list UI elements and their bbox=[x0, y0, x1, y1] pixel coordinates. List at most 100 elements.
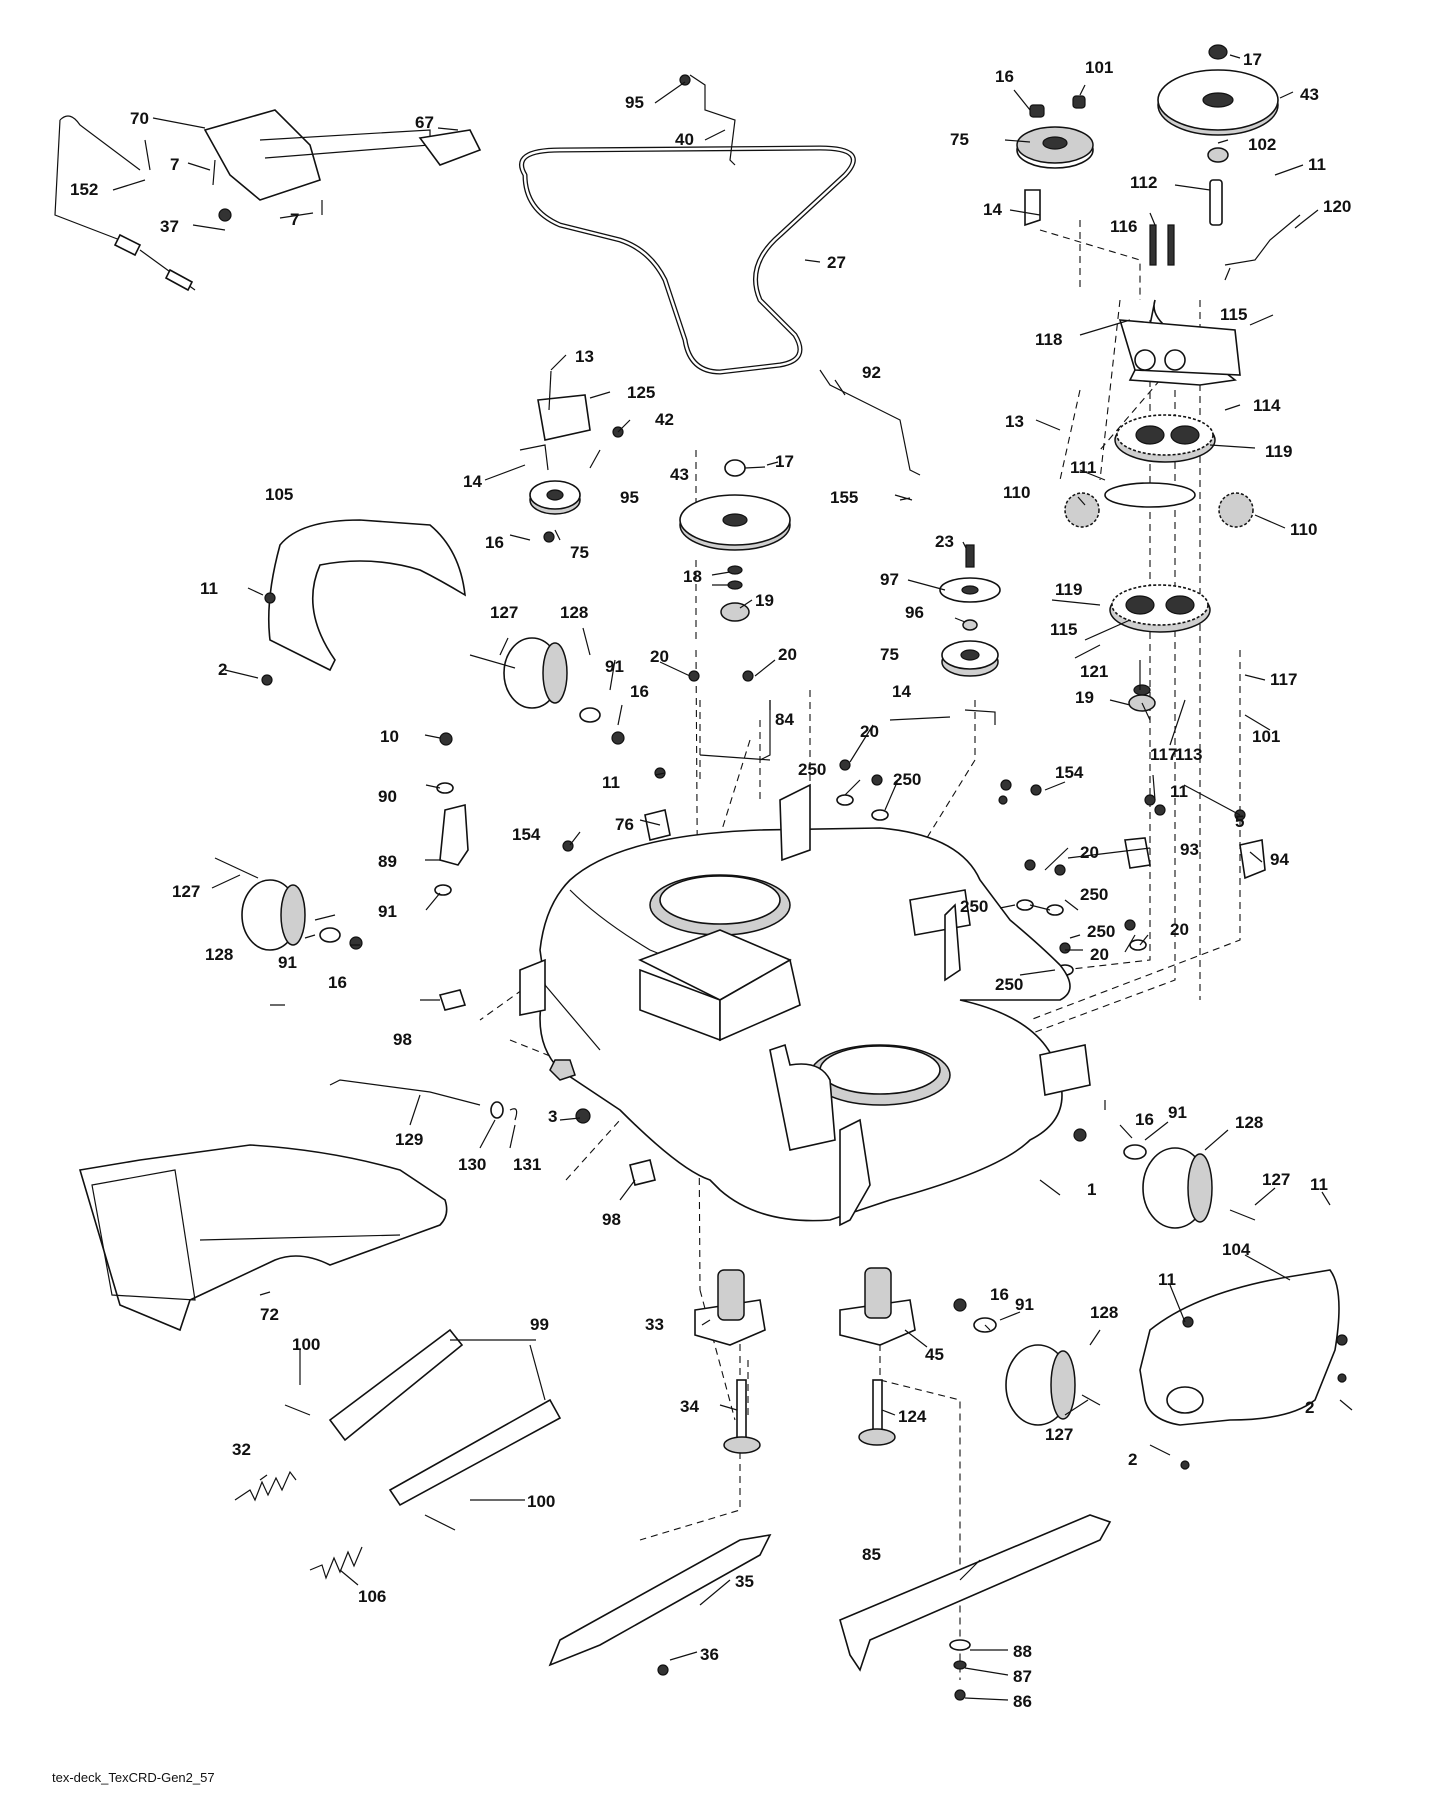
callout-14: 14 bbox=[463, 472, 482, 491]
idler-bracket-assembly-right bbox=[1016, 44, 1301, 386]
callout-20: 20 bbox=[1170, 920, 1189, 939]
callout-16: 16 bbox=[995, 67, 1014, 86]
callout-154: 154 bbox=[1055, 763, 1084, 782]
callout-13: 13 bbox=[1005, 412, 1024, 431]
callout-16: 16 bbox=[630, 682, 649, 701]
callout-36: 36 bbox=[700, 1645, 719, 1664]
callout-35: 35 bbox=[735, 1572, 754, 1591]
callout-106: 106 bbox=[358, 1587, 386, 1606]
callout-87: 87 bbox=[1013, 1667, 1032, 1686]
callout-115: 115 bbox=[1220, 305, 1247, 324]
callout-96: 96 bbox=[905, 603, 924, 622]
callout-43: 43 bbox=[1300, 85, 1319, 104]
spring-32 bbox=[234, 1470, 297, 1502]
callout-10: 10 bbox=[380, 727, 399, 746]
callout-13: 13 bbox=[575, 347, 594, 366]
callout-91: 91 bbox=[1168, 1103, 1187, 1122]
callout-98: 98 bbox=[393, 1030, 412, 1049]
callout-75: 75 bbox=[880, 645, 899, 664]
callout-34: 34 bbox=[680, 1397, 699, 1416]
callout-75: 75 bbox=[950, 130, 969, 149]
mower-deck-housing bbox=[519, 783, 1091, 1227]
clip-131 bbox=[509, 1108, 518, 1121]
callout-127: 127 bbox=[490, 603, 518, 622]
callout-119: 119 bbox=[1265, 442, 1292, 461]
callout-86: 86 bbox=[1013, 1692, 1032, 1711]
callout-70: 70 bbox=[130, 109, 149, 128]
callout-84: 84 bbox=[775, 710, 794, 729]
brackets-99 bbox=[284, 1328, 562, 1531]
callout-20: 20 bbox=[778, 645, 797, 664]
callout-11: 11 bbox=[200, 579, 218, 598]
belt-cover-104 bbox=[1139, 1269, 1340, 1426]
callout-91: 91 bbox=[605, 657, 624, 676]
callout-92: 92 bbox=[862, 363, 881, 382]
callout-45: 45 bbox=[925, 1345, 944, 1364]
callout-95: 95 bbox=[620, 488, 639, 507]
callout-93: 93 bbox=[1180, 840, 1199, 859]
callout-117: 117 bbox=[1270, 670, 1297, 689]
wheel-bracket-89 bbox=[439, 803, 469, 866]
callout-3: 3 bbox=[548, 1107, 557, 1126]
callout-11: 11 bbox=[1310, 1175, 1328, 1194]
callout-250: 250 bbox=[798, 760, 826, 779]
bolt-98-lower bbox=[629, 1159, 656, 1186]
callout-97: 97 bbox=[880, 570, 899, 589]
callout-154: 154 bbox=[512, 825, 541, 844]
nut-3-upper bbox=[549, 1059, 576, 1081]
callout-128: 128 bbox=[205, 945, 233, 964]
callout-20: 20 bbox=[1090, 945, 1109, 964]
callout-250: 250 bbox=[995, 975, 1023, 994]
callout-91: 91 bbox=[278, 953, 297, 972]
callout-130: 130 bbox=[458, 1155, 486, 1174]
discharge-chute bbox=[78, 1144, 448, 1332]
callout-5: 5 bbox=[1235, 812, 1244, 831]
callout-112: 112 bbox=[1130, 173, 1157, 192]
callout-115: 115 bbox=[1050, 620, 1077, 639]
rod-part-92 bbox=[819, 369, 921, 476]
mower-blades bbox=[548, 1514, 1112, 1701]
callout-11: 11 bbox=[1308, 155, 1326, 174]
callout-100: 100 bbox=[292, 1335, 320, 1354]
callout-85: 85 bbox=[862, 1545, 881, 1564]
callout-131: 131 bbox=[513, 1155, 541, 1174]
callout-42: 42 bbox=[655, 410, 674, 429]
callout-101: 101 bbox=[1252, 727, 1280, 746]
callout-20: 20 bbox=[650, 647, 669, 666]
callout-90: 90 bbox=[378, 787, 397, 806]
callout-1: 1 bbox=[1087, 1180, 1096, 1199]
belt-cover-105 bbox=[267, 519, 466, 672]
center-pulley bbox=[679, 459, 791, 622]
callout-17: 17 bbox=[1243, 50, 1262, 69]
bolt-98-upper bbox=[438, 989, 467, 1011]
callout-250: 250 bbox=[1080, 885, 1108, 904]
washer-130 bbox=[490, 1101, 504, 1119]
callout-118: 118 bbox=[1035, 330, 1062, 349]
callout-110: 110 bbox=[1003, 483, 1030, 502]
pin-part-155 bbox=[894, 494, 913, 501]
callout-14: 14 bbox=[892, 682, 911, 701]
gearbox-gears bbox=[1064, 414, 1254, 712]
callout-98: 98 bbox=[602, 1210, 621, 1229]
callout-23: 23 bbox=[935, 532, 954, 551]
callout-2: 2 bbox=[1305, 1398, 1314, 1417]
nut-95 bbox=[679, 74, 691, 86]
callout-16: 16 bbox=[1135, 1110, 1154, 1129]
idler-bracket-assembly-left bbox=[519, 370, 624, 543]
callout-91: 91 bbox=[1015, 1295, 1034, 1314]
callout-105: 105 bbox=[265, 485, 293, 504]
callout-104: 104 bbox=[1222, 1240, 1251, 1259]
callout-250: 250 bbox=[893, 770, 921, 789]
callout-125: 125 bbox=[627, 383, 655, 402]
callout-2: 2 bbox=[218, 660, 227, 679]
spring-106 bbox=[309, 1546, 363, 1580]
part-76 bbox=[644, 809, 671, 841]
rod-part-40 bbox=[689, 74, 736, 166]
nut-3-lower bbox=[575, 1108, 591, 1124]
callout-19: 19 bbox=[755, 591, 774, 610]
callout-127: 127 bbox=[172, 882, 200, 901]
callout-40: 40 bbox=[675, 130, 694, 149]
callout-20: 20 bbox=[860, 722, 879, 741]
cover-104-outlet bbox=[1166, 1386, 1204, 1414]
